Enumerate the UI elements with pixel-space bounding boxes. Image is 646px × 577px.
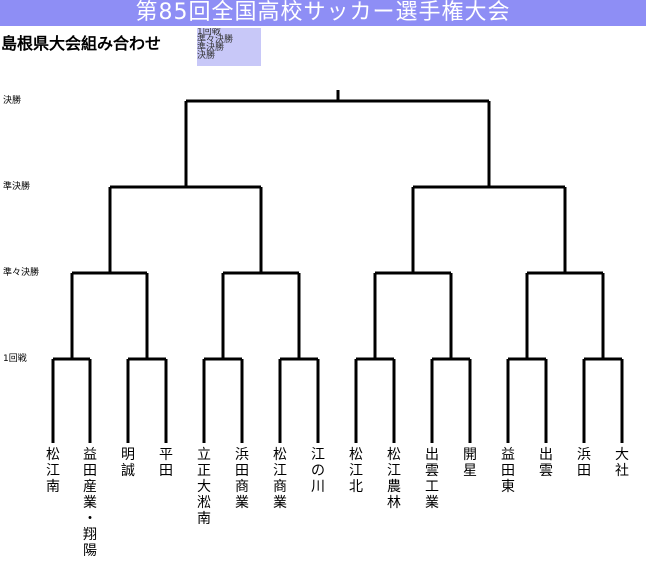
- team-name: 出雲工業: [425, 447, 439, 511]
- nav-link-first-round[interactable]: 1回戦: [197, 28, 221, 37]
- team-name: 開星: [463, 447, 477, 479]
- team-name: 浜田: [577, 447, 591, 479]
- team-name: 江の川: [311, 447, 325, 495]
- team-name: 出雲: [539, 447, 553, 479]
- team-name: 松江北: [349, 447, 363, 495]
- round-label-quarterfinal: 準々決勝: [3, 268, 40, 278]
- team-name: 立正大淞南: [197, 447, 211, 527]
- tournament-banner: 第85回全国高校サッカー選手権大会: [0, 0, 646, 26]
- team-name: 平田: [159, 447, 173, 479]
- nav-link-quarterfinal[interactable]: 準々決勝: [197, 35, 234, 45]
- team-name: 浜田商業: [235, 447, 249, 511]
- team-name: 松江農林: [387, 447, 401, 511]
- page-title: 島根県大会組み合わせ: [1, 34, 162, 53]
- round-label-final: 決勝: [3, 96, 22, 106]
- team-name: 松江南: [46, 447, 60, 495]
- round-label-first: 1回戦: [3, 354, 27, 364]
- team-name: 益田東: [501, 447, 515, 495]
- team-name: 明誠: [121, 447, 135, 479]
- round-label-semifinal: 準決勝: [3, 182, 31, 192]
- nav-link-semifinal[interactable]: 準決勝: [197, 43, 225, 53]
- round-nav: 1回戦 準々決勝 準決勝 決勝: [197, 28, 261, 66]
- team-name: 大社: [615, 447, 629, 479]
- team-name: 益田産業・翔陽: [83, 447, 97, 559]
- team-name: 松江商業: [273, 447, 287, 511]
- nav-link-final[interactable]: 決勝: [197, 51, 216, 61]
